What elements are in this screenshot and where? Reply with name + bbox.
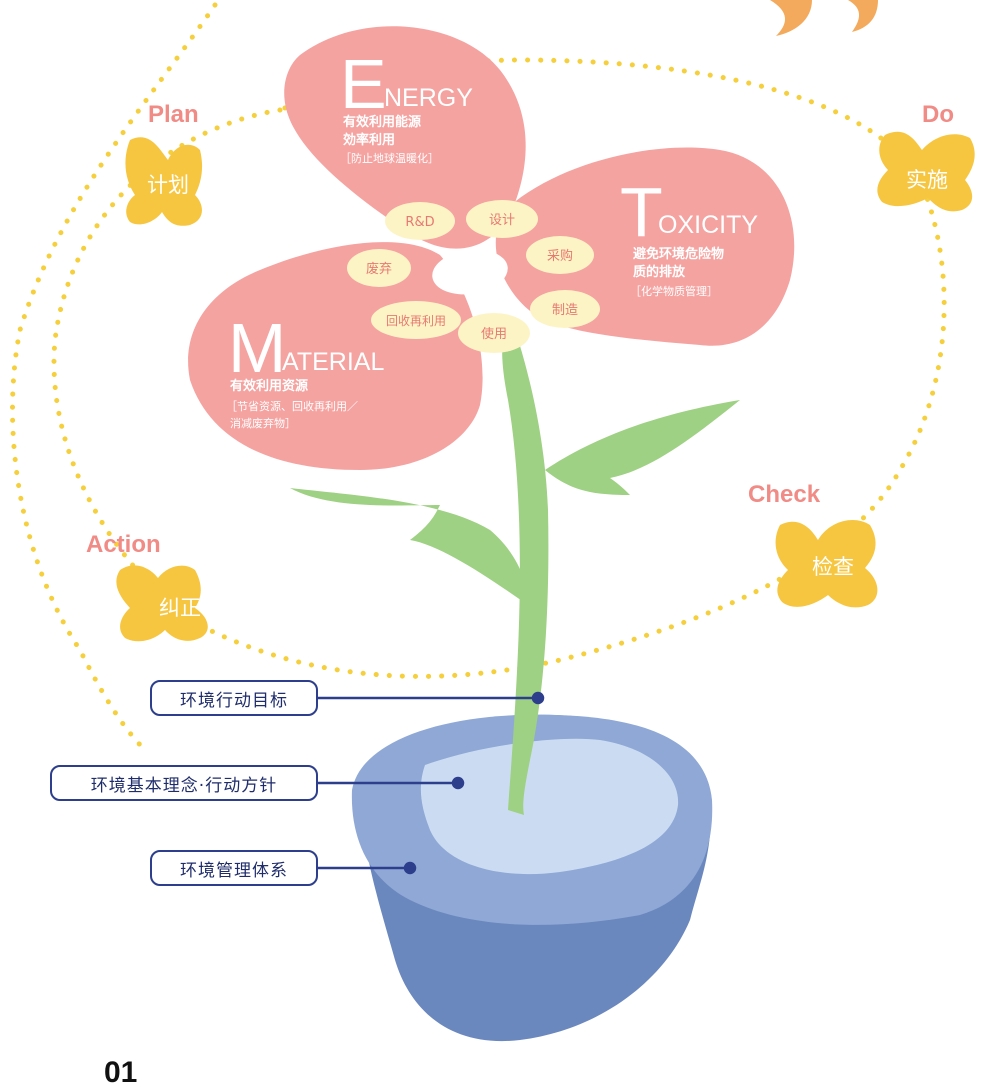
energy-note: ［防止地球温暖化］ — [340, 151, 439, 165]
toxicity-line2: 质的排放 — [633, 264, 686, 280]
toxicity-note: ［化学物质管理］ — [630, 284, 718, 298]
toxicity-initial: T — [620, 173, 663, 251]
check-cn: 检查 — [812, 555, 854, 579]
material-note1: ［节省资源、回收再利用／ — [226, 399, 358, 413]
action-cn: 纠正 — [159, 596, 201, 620]
plan-cn: 计划 — [147, 173, 189, 197]
material-rest: ATERIAL — [282, 348, 384, 376]
node-design-label: 设计 — [489, 213, 515, 228]
material-note2: 消减废弃物］ — [230, 416, 296, 430]
leaf-left — [290, 488, 528, 605]
material-initial: M — [228, 309, 286, 387]
node-recycle-label: 回收再利用 — [386, 314, 446, 328]
butterfly-check: 检查 — [776, 520, 878, 607]
butterfly-plan: 计划 — [125, 137, 202, 226]
node-manufacture-label: 制造 — [552, 303, 578, 318]
node-disposal-label: 废弃 — [366, 261, 392, 277]
energy-initial: E — [340, 45, 387, 123]
plan-en: Plan — [148, 101, 199, 128]
node-use-label: 使用 — [481, 326, 507, 342]
connector-policy-dot — [453, 778, 463, 788]
toxicity-line1: 避免环境危险物 — [633, 246, 724, 262]
energy-line2: 効率利用 — [343, 132, 395, 148]
material-line1: 有效利用资源 — [230, 378, 308, 394]
energy-rest: NERGY — [384, 84, 473, 112]
callout-environmental-policy: 环境基本理念·行动方针 — [50, 765, 318, 801]
node-purchase-label: 采购 — [547, 248, 573, 264]
do-en: Do — [922, 101, 954, 128]
page-number: 01 — [104, 1058, 137, 1088]
leaf-right — [545, 400, 740, 495]
flame-decoration — [770, 0, 878, 36]
action-en: Action — [86, 531, 161, 558]
energy-line1: 有效利用能源 — [343, 114, 421, 130]
callout-environmental-targets: 环境行动目标 — [150, 680, 318, 716]
node-rnd-label: R&D — [405, 215, 434, 230]
connector-targets-dot — [533, 693, 543, 703]
callout-environmental-management-system: 环境管理体系 — [150, 850, 318, 886]
check-en: Check — [748, 481, 821, 508]
connector-system-dot — [405, 863, 415, 873]
butterfly-action: 纠正 — [116, 565, 207, 641]
toxicity-rest: OXICITY — [658, 211, 758, 239]
do-cn: 实施 — [906, 168, 948, 192]
